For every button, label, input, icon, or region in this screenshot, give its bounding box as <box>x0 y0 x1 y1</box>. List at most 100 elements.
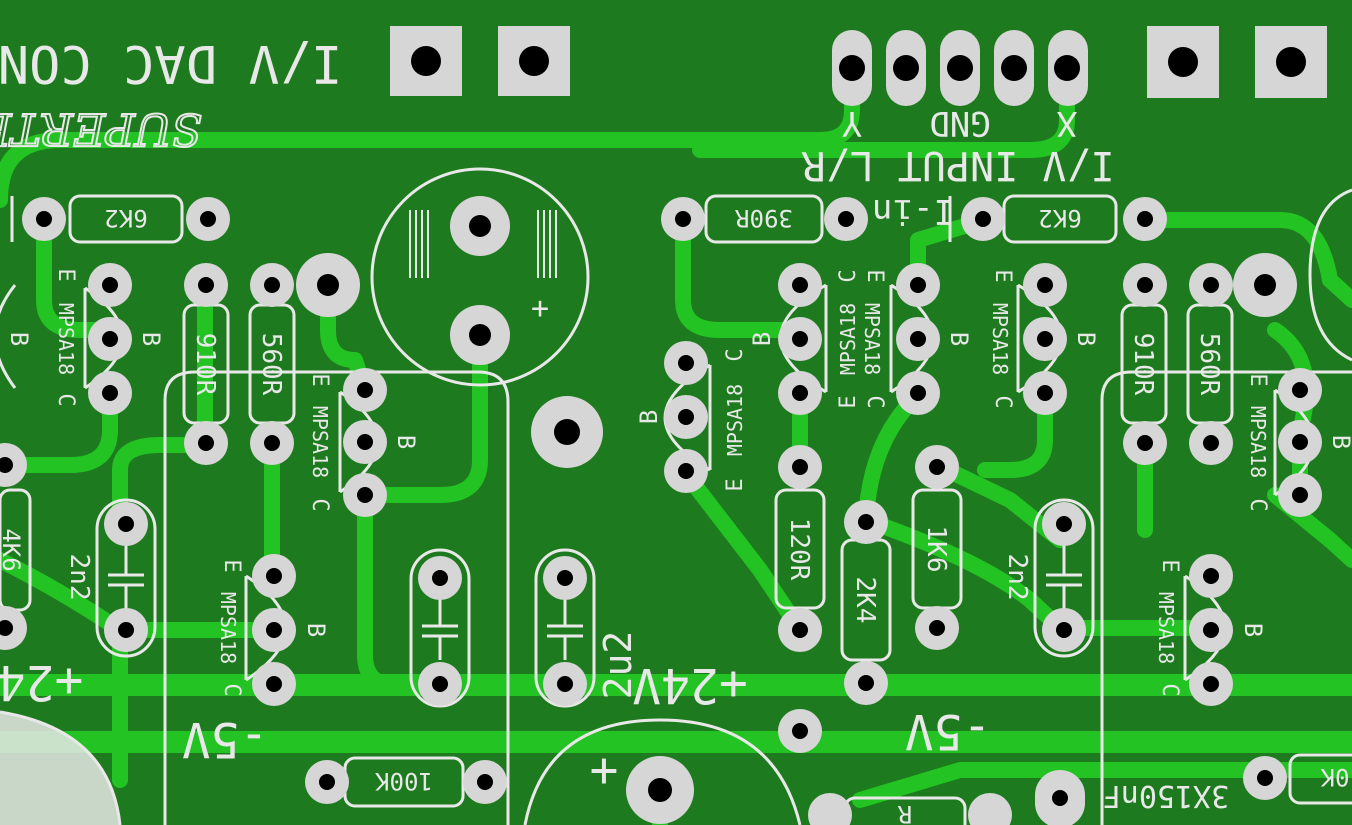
trace-l2 <box>0 387 118 473</box>
cap-label: 2u2 <box>596 631 640 700</box>
transistor-pin-b: B <box>1327 435 1352 449</box>
transistor-pin-c: C <box>219 683 244 696</box>
cap-plus-top: + <box>531 291 549 326</box>
header-hole <box>893 55 919 81</box>
resistor-label: 6K2 <box>104 204 147 232</box>
transistor-pin-e: E <box>836 395 861 408</box>
label-plus24-mid: +24V <box>632 657 748 713</box>
transistor-pin-b: B <box>635 410 663 424</box>
transistor-pin-b: B <box>302 623 330 637</box>
pad-hole <box>1276 47 1306 77</box>
pad-hole <box>411 46 441 76</box>
resistor-label: 2K4 <box>850 577 880 624</box>
transistor-pin-e: E <box>307 373 332 386</box>
resistor-label: 910R <box>190 333 220 396</box>
transistor-pin-b: B <box>137 332 165 346</box>
transistor-part: MPSA18 <box>860 303 884 375</box>
trace-x-input <box>692 60 1075 158</box>
trace-r6 <box>852 762 1352 808</box>
cap-plus-bottom: + <box>590 742 619 798</box>
trace-l8 <box>357 487 403 693</box>
outline-r390 <box>704 194 824 244</box>
silkscreen-text: I/V DAC CON SUPERTEX I/V INPUT L/R Y GND… <box>0 33 1352 825</box>
header-hole <box>1054 55 1080 81</box>
transistor-part: MPSA18 <box>723 384 747 456</box>
label-cap-3x150: 3X150nF <box>1103 778 1229 813</box>
transistor-pin-b: B <box>5 332 33 346</box>
transistor-pin-b: B <box>1072 332 1100 346</box>
elec-cap-outline-right <box>1308 188 1352 362</box>
transistor-pin-c: C <box>53 393 78 406</box>
resistor-label: R <box>897 800 912 825</box>
transistor-pin-e: E <box>1245 373 1270 386</box>
label-plus24-left: +24 <box>0 654 83 710</box>
label-pin-y: Y <box>842 103 862 143</box>
elec-cap-outline-bottom <box>523 718 802 825</box>
resistor-label: 0K <box>1320 763 1349 791</box>
transistor-part: MPSA18 <box>1246 406 1270 478</box>
transistor-pin-c: C <box>1157 683 1182 696</box>
pad-hole <box>1168 47 1198 77</box>
resistor-label: 1K6 <box>921 526 951 573</box>
transistor-pin-e: E <box>862 269 887 282</box>
trace-r2 <box>977 387 1053 478</box>
transistor-pin-e: E <box>53 268 78 281</box>
transistor-pin-c: C <box>723 348 748 361</box>
outline-c2n2-right <box>1033 498 1095 658</box>
resistor-label: 560R <box>256 333 286 396</box>
header-hole <box>839 55 865 81</box>
outline-r-partial <box>1288 753 1352 805</box>
transistor-pin-e: E <box>723 478 748 491</box>
resistor-label: 390R <box>735 204 793 232</box>
transistor-pin-c: C <box>1245 498 1270 511</box>
round-pads <box>0 196 1322 825</box>
outline-c2n2-left <box>95 498 157 658</box>
resistor-label: 120R <box>784 518 814 581</box>
transistor-part: MPSA18 <box>54 303 78 375</box>
transistor-pin-b: B <box>392 435 420 449</box>
transistor-part: MPSA18 <box>308 406 332 478</box>
board-title: I/V DAC CON <box>0 33 342 93</box>
trace-m7 <box>858 512 1068 636</box>
resistor-label: 560R <box>1194 333 1224 396</box>
transistor-pin-e: E <box>1157 559 1182 572</box>
resistor-label: 910R <box>1128 333 1158 396</box>
elec-cap-outline-top <box>370 167 590 387</box>
transistor-part: MPSA18 <box>1154 592 1178 664</box>
transistor-pin-b: B <box>945 332 973 346</box>
outline-module-right <box>1100 370 1352 825</box>
trace-m1 <box>675 212 808 338</box>
trace-l7 <box>320 277 373 398</box>
transistor-part: MPSA18 <box>836 303 860 375</box>
trace-l4 <box>112 437 213 533</box>
label-input: I/V INPUT L/R <box>801 142 1115 188</box>
resistor-label: 6K2 <box>1038 204 1081 232</box>
trace-m2 <box>675 462 808 638</box>
header-hole <box>947 55 973 81</box>
trace-r1 <box>1137 212 1352 308</box>
label-minus5-left: -5V <box>182 711 269 767</box>
square-pads <box>390 26 1327 98</box>
header-hole <box>1001 55 1027 81</box>
trace-y-input <box>0 60 860 208</box>
transistor-pin-c: C <box>307 498 332 511</box>
transistor-pin-c: C <box>990 395 1015 408</box>
input-header <box>832 30 1088 106</box>
silkscreen-outlines <box>0 167 1352 825</box>
label-minus5-right: -5V <box>905 703 992 759</box>
label-pin-gnd: GND <box>929 103 990 143</box>
label-i-in: I-in <box>872 191 954 231</box>
pad-hole <box>519 46 549 76</box>
transistor-pin-e: E <box>219 559 244 572</box>
resistor-label: 100K <box>375 767 433 795</box>
label-pin-x: X <box>1056 103 1077 143</box>
transistor-pin-e: E <box>990 269 1015 282</box>
trace-l9 <box>357 327 488 503</box>
cap-label: 2n2 <box>1002 554 1032 601</box>
resistor-label: 4K6 <box>0 528 25 571</box>
outline-module-left <box>163 370 510 825</box>
logo-text: SUPERTEX <box>0 103 202 154</box>
transistor-part: MPSA18 <box>988 303 1012 375</box>
transistor-pin-c: C <box>836 269 861 282</box>
